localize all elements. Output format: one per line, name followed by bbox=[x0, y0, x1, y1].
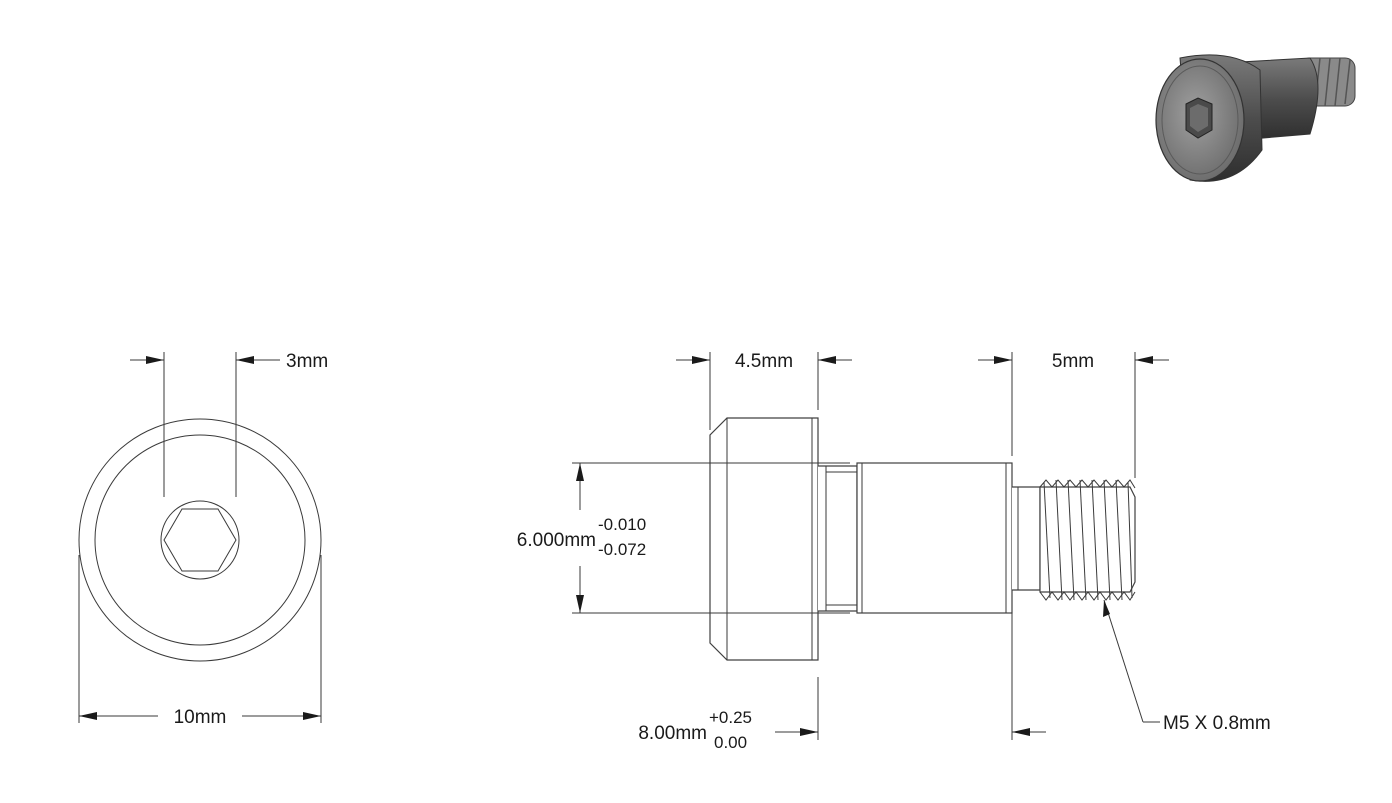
screw-head bbox=[709, 417, 819, 661]
hex-width-dimension: 3mm bbox=[130, 351, 328, 497]
socket-shoulder-screw-3d-icon bbox=[1155, 54, 1356, 182]
shoulder-diameter-lower-tol: -0.072 bbox=[598, 540, 646, 559]
front-view: 3mm 10mm bbox=[78, 351, 328, 728]
shoulder-diameter-nominal: 6.000mm bbox=[517, 530, 596, 551]
thread-callout: M5 X 0.8mm bbox=[1103, 599, 1271, 734]
hex-socket bbox=[163, 508, 237, 572]
shoulder bbox=[856, 462, 1013, 614]
socket-circle bbox=[160, 500, 240, 580]
hex-width-label: 3mm bbox=[286, 351, 328, 372]
isometric-view bbox=[1155, 54, 1356, 182]
shoulder-length-nominal: 8.00mm bbox=[638, 723, 707, 744]
thread-length-dimension: 5mm bbox=[978, 351, 1169, 478]
head-diameter-label: 10mm bbox=[174, 707, 227, 728]
thread-callout-label: M5 X 0.8mm bbox=[1163, 713, 1271, 734]
shoulder-length-dimension: 8.00mm +0.25 0.00 bbox=[638, 612, 1046, 752]
undercut bbox=[818, 465, 858, 612]
head-outer-circle bbox=[78, 418, 322, 662]
thread-relief bbox=[1012, 486, 1041, 591]
head-length-dimension: 4.5mm bbox=[676, 351, 852, 430]
shoulder-length-lower-tol: 0.00 bbox=[714, 733, 747, 752]
head-length-label: 4.5mm bbox=[735, 351, 793, 372]
shoulder-diameter-dimension: 6.000mm -0.010 -0.072 bbox=[517, 462, 850, 614]
thread-lines bbox=[1043, 479, 1133, 601]
shoulder-diameter-upper-tol: -0.010 bbox=[598, 515, 646, 534]
shoulder-length-upper-tol: +0.25 bbox=[709, 708, 752, 727]
thread-length-label: 5mm bbox=[1052, 351, 1094, 372]
side-view: 4.5mm 5mm 6.000mm -0.010 -0.072 bbox=[517, 351, 1271, 752]
head-diameter-dimension: 10mm bbox=[78, 555, 322, 728]
head-chamfer-circle bbox=[94, 434, 306, 646]
